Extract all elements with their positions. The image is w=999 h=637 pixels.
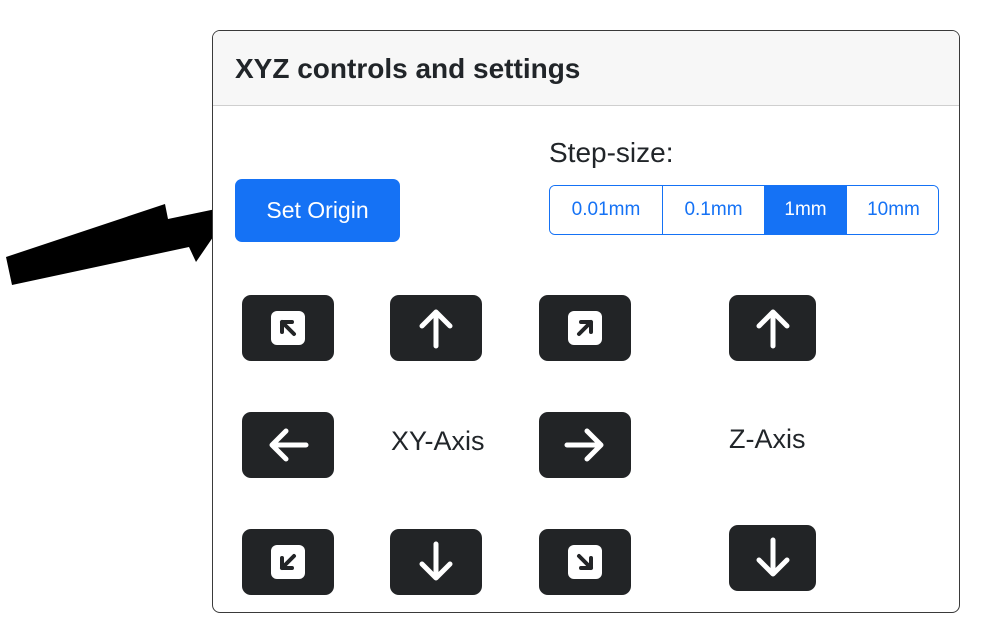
xy-axis-label: XY-Axis bbox=[391, 426, 485, 456]
jog-xy-down-button[interactable] bbox=[390, 529, 482, 595]
jog-xy-down-left-button[interactable] bbox=[242, 529, 334, 595]
jog-xy-left-button[interactable] bbox=[242, 412, 334, 478]
z-axis-label: Z-Axis bbox=[729, 424, 806, 454]
step-size-1mm-button[interactable]: 1mm bbox=[765, 186, 847, 234]
arrow-down-right-icon bbox=[568, 545, 602, 579]
set-origin-button[interactable]: Set Origin bbox=[235, 179, 400, 242]
step-size-0-1mm-button[interactable]: 0.1mm bbox=[663, 186, 765, 234]
arrow-down-icon bbox=[756, 537, 789, 577]
jog-z-up-button[interactable] bbox=[729, 295, 816, 361]
jog-xy-down-right-button[interactable] bbox=[539, 529, 631, 595]
jog-xy-right-button[interactable] bbox=[539, 412, 631, 478]
jog-xy-up-right-button[interactable] bbox=[539, 295, 631, 361]
jog-z-down-button[interactable] bbox=[729, 525, 816, 591]
arrow-left-icon bbox=[269, 428, 309, 462]
jog-xy-up-button[interactable] bbox=[390, 295, 482, 361]
arrow-down-icon bbox=[419, 541, 453, 581]
arrow-up-icon bbox=[756, 309, 789, 349]
arrow-up-icon bbox=[419, 309, 453, 349]
callout-arrow-icon bbox=[6, 204, 235, 285]
xyz-controls-card: XYZ controls and settings Set Origin Ste… bbox=[212, 30, 960, 613]
step-size-0-01mm-button[interactable]: 0.01mm bbox=[550, 186, 663, 234]
jog-xy-up-left-button[interactable] bbox=[242, 295, 334, 361]
step-size-label: Step-size: bbox=[549, 137, 674, 168]
card-title: XYZ controls and settings bbox=[235, 53, 581, 84]
arrow-up-right-icon bbox=[568, 311, 602, 345]
arrow-right-icon bbox=[564, 428, 604, 462]
arrow-up-left-icon bbox=[271, 311, 305, 345]
card-header: XYZ controls and settings bbox=[213, 31, 959, 106]
step-size-10mm-button[interactable]: 10mm bbox=[847, 186, 938, 234]
step-size-button-group: 0.01mm 0.1mm 1mm 10mm bbox=[549, 185, 939, 235]
arrow-down-left-icon bbox=[271, 545, 305, 579]
